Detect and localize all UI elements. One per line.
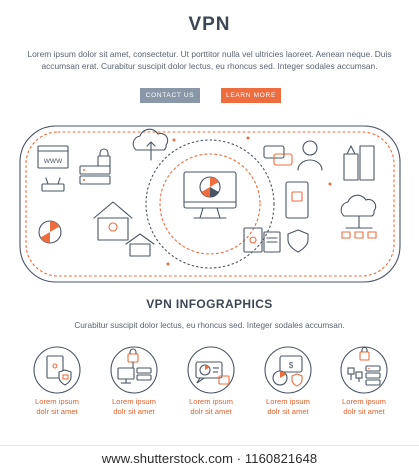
feature-item-server-lock: Lorem ipsum dolr sit amet [329,344,399,416]
page-title: VPN [188,14,231,35]
contact-us-button[interactable]: CONTACT US [140,88,200,103]
watermark-bar: www.shutterstock.com · 1160821648 [0,445,419,470]
vpn-illustration: WWW [19,125,401,283]
smart-home-icon [93,201,133,241]
chat-bubbles-icon [263,145,293,166]
chat-vpn-icon [187,346,235,394]
cloud-upload-icon [132,128,169,161]
smartphone-lock-icon [285,181,309,219]
browser-url-text: WWW [44,158,63,165]
orbit-ring-outer [145,139,275,269]
feature-label: Lorem ipsum dolr sit amet [112,397,156,416]
document-shield-icon [33,346,81,394]
wallet-globe-icon: $ [264,346,312,394]
feature-label: Lorem ipsum dolr sit amet [35,397,79,416]
shield-icon [287,229,309,253]
feature-item-network-lock: Lorem ipsum dolr sit amet [99,344,169,416]
cloud-network-icon [340,194,377,239]
document-icon [243,227,263,253]
svg-text:$: $ [289,361,294,370]
user-avatar-icon [297,140,323,171]
document-stack-icon [263,231,281,253]
globe-vpn-icon [38,220,62,244]
infographics-title: VPN INFOGRAPHICS [146,297,273,311]
router-icon [41,177,65,192]
city-buildings-icon [343,145,375,181]
lock-icon [97,148,111,167]
intro-text: Lorem ipsum dolor sit amet, consectetur.… [27,49,392,71]
illustration-frame [19,125,401,283]
browser-window-icon: WWW [37,145,69,169]
server-rack-icon [79,165,111,185]
wifi-house-icon [125,233,155,257]
network-lock-icon [110,346,158,394]
vpn-globe-icon [199,176,221,198]
orbit-ring-inner [159,153,261,255]
dotted-frame [25,131,395,277]
feature-label: Lorem ipsum dolr sit amet [342,397,386,416]
feature-label: Lorem ipsum dolr sit amet [189,397,233,416]
watermark-text: www.shutterstock.com · 1160821648 [101,451,318,466]
infographics-text: Curabitur suscipit dolor lectus, eu rhon… [74,321,345,330]
feature-item-wallet-globe: $ Lorem ipsum dolr sit amet [253,344,323,416]
server-lock-icon [340,346,388,394]
feature-label: Lorem ipsum dolr sit amet [266,397,310,416]
learn-more-button[interactable]: LEARN MORE [221,88,281,103]
feature-item-chat-vpn: Lorem ipsum dolr sit amet [176,344,246,416]
feature-item-document-shield: Lorem ipsum dolr sit amet [22,344,92,416]
monitor-icon [183,171,237,219]
